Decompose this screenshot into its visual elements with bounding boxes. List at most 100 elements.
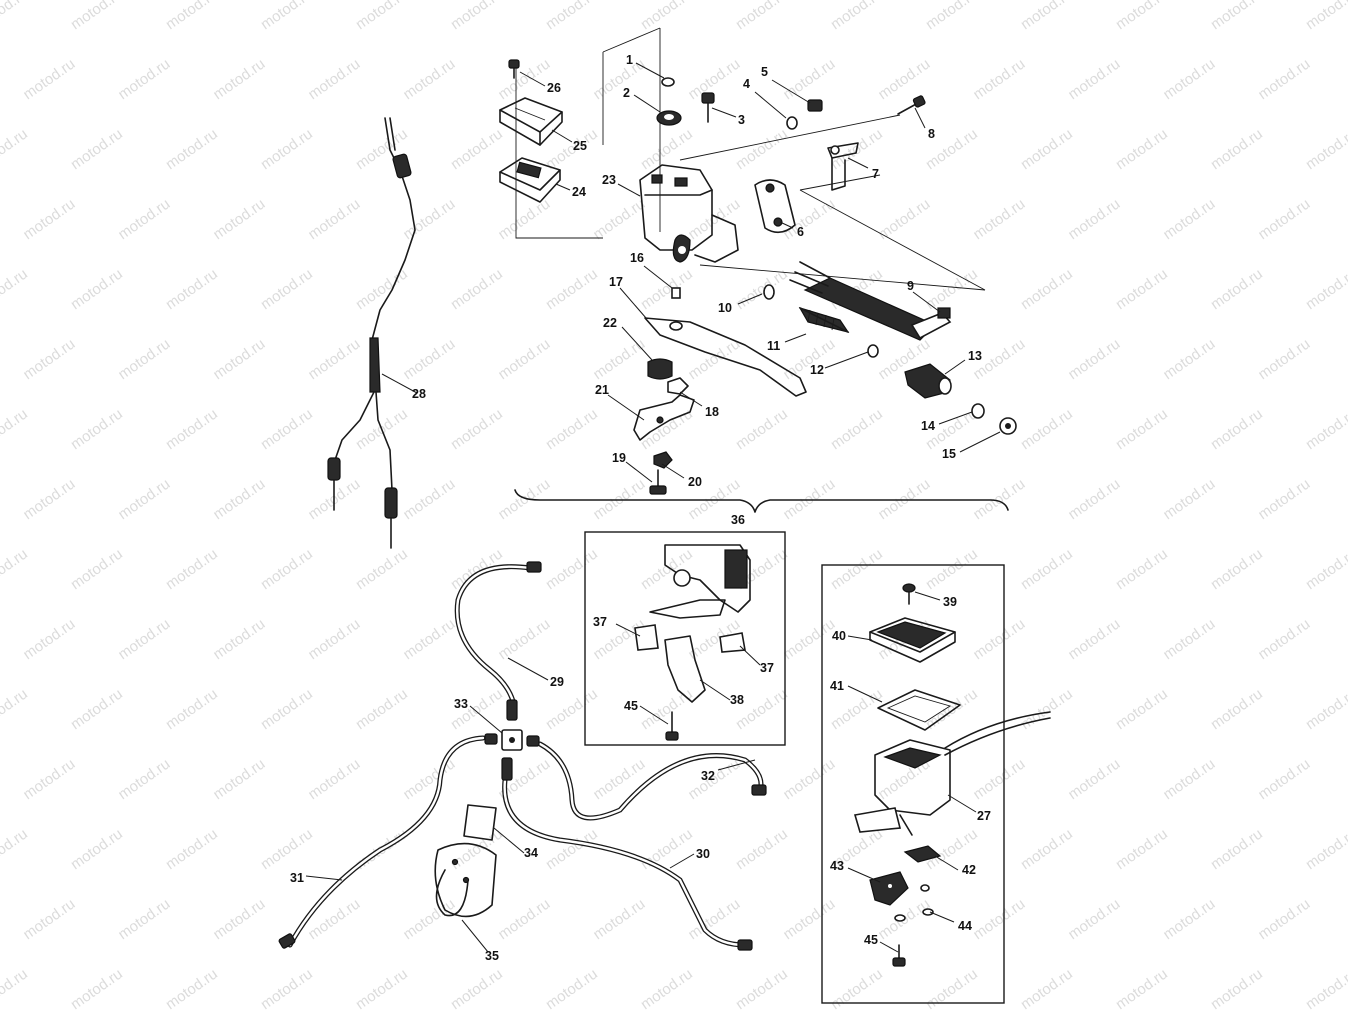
watermark-text: motod.ru bbox=[448, 0, 506, 33]
watermark-text: motod.ru bbox=[638, 265, 696, 313]
watermark-text: motod.ru bbox=[1208, 685, 1266, 733]
watermark-text: motod.ru bbox=[590, 335, 648, 383]
watermark-text: motod.ru bbox=[1065, 335, 1123, 383]
watermark-text: motod.ru bbox=[210, 475, 268, 523]
part-20-nut bbox=[653, 451, 673, 469]
watermark-text: motod.ru bbox=[638, 685, 696, 733]
callout-27: 27 bbox=[977, 809, 991, 823]
watermark-text: motod.ru bbox=[1018, 265, 1076, 313]
watermark-text: motod.ru bbox=[1303, 965, 1348, 1011]
watermark-text: motod.ru bbox=[20, 475, 78, 523]
part-14-o-ring bbox=[971, 403, 985, 419]
watermark-text: motod.ru bbox=[1255, 895, 1313, 943]
part-22-spring bbox=[647, 358, 673, 380]
part-27-master-cylinder bbox=[853, 711, 1051, 836]
watermark-text: motod.ru bbox=[115, 755, 173, 803]
part-9-throttle-switch bbox=[789, 261, 952, 341]
part-21-parking-bracket bbox=[633, 394, 695, 441]
part-45-bolt bbox=[892, 944, 906, 967]
callout-42: 42 bbox=[962, 863, 976, 877]
callout-28: 28 bbox=[412, 387, 426, 401]
callout-13: 13 bbox=[968, 349, 982, 363]
watermark-text: motod.ru bbox=[1065, 55, 1123, 103]
watermark-text: motod.ru bbox=[733, 405, 791, 453]
watermark-text: motod.ru bbox=[970, 895, 1028, 943]
part-17-brake-lever bbox=[644, 317, 807, 397]
watermark-text: motod.ru bbox=[1160, 335, 1218, 383]
watermark-text: motod.ru bbox=[163, 825, 221, 873]
watermark-text: motod.ru bbox=[1113, 685, 1171, 733]
watermark-text: motod.ru bbox=[1208, 265, 1266, 313]
callout-4: 4 bbox=[743, 77, 750, 91]
callout-8: 8 bbox=[928, 127, 935, 141]
callout-45-right: 45 bbox=[864, 933, 878, 947]
callout-14: 14 bbox=[921, 419, 935, 433]
callout-11: 11 bbox=[767, 339, 780, 353]
watermark-text: motod.ru bbox=[1208, 545, 1266, 593]
watermark-text: motod.ru bbox=[590, 55, 648, 103]
watermark-text: motod.ru bbox=[1255, 755, 1313, 803]
watermark-text: motod.ru bbox=[68, 265, 126, 313]
watermark-text: motod.ru bbox=[733, 965, 791, 1011]
watermark-text: motod.ru bbox=[590, 895, 648, 943]
watermark-text: motod.ru bbox=[1113, 265, 1171, 313]
watermark-text: motod.ru bbox=[400, 55, 458, 103]
callout-26: 26 bbox=[547, 81, 561, 95]
watermark-text: motod.ru bbox=[258, 545, 316, 593]
watermark-text: motod.ru bbox=[495, 195, 553, 243]
watermark-text: motod.ru bbox=[353, 965, 411, 1011]
callout-45-left: 45 bbox=[624, 699, 638, 713]
callout-32: 32 bbox=[701, 769, 715, 783]
watermark-text: motod.ru bbox=[400, 475, 458, 523]
watermark-text: motod.ru bbox=[685, 195, 743, 243]
watermark-text: motod.ru bbox=[210, 895, 268, 943]
watermark-text: motod.ru bbox=[305, 615, 363, 663]
watermark-text: motod.ru bbox=[1255, 335, 1313, 383]
callout-1: 1 bbox=[626, 53, 633, 67]
callout-21: 21 bbox=[595, 383, 609, 397]
watermark-text: motod.ru bbox=[68, 685, 126, 733]
watermark-text: motod.ru bbox=[305, 55, 363, 103]
part-3-bolt bbox=[701, 92, 715, 123]
watermark-text: motod.ru bbox=[828, 0, 886, 33]
watermark-text: motod.ru bbox=[543, 685, 601, 733]
callout-23: 23 bbox=[602, 173, 616, 187]
watermark-text: motod.ru bbox=[1303, 825, 1348, 873]
part-39-screw bbox=[902, 583, 916, 605]
callout-41: 41 bbox=[830, 679, 844, 693]
watermark-text: motod.ru bbox=[1160, 475, 1218, 523]
callout-6: 6 bbox=[797, 225, 804, 239]
watermark-text: motod.ru bbox=[1018, 825, 1076, 873]
watermark-text: motod.ru bbox=[1018, 125, 1076, 173]
callout-29: 29 bbox=[550, 675, 564, 689]
part-26-screw bbox=[508, 59, 520, 79]
watermark-text: motod.ru bbox=[1208, 0, 1266, 33]
watermark-text: motod.ru bbox=[258, 125, 316, 173]
watermark-text: motod.ru bbox=[1160, 615, 1218, 663]
watermark-text: motod.ru bbox=[970, 195, 1028, 243]
watermark-text: motod.ru bbox=[448, 825, 506, 873]
watermark-text: motod.ru bbox=[400, 755, 458, 803]
watermark-text: motod.ru bbox=[400, 195, 458, 243]
watermark-text: motod.ru bbox=[1113, 0, 1171, 33]
callout-3: 3 bbox=[738, 113, 745, 127]
watermark-text: motod.ru bbox=[163, 0, 221, 33]
watermark-text: motod.ru bbox=[1113, 125, 1171, 173]
master-cylinder-assembly bbox=[499, 27, 1017, 513]
watermark-text: motod.ru bbox=[970, 55, 1028, 103]
watermark-text: motod.ru bbox=[0, 685, 31, 733]
watermark-text: motod.ru bbox=[1208, 825, 1266, 873]
watermark-text: motod.ru bbox=[163, 965, 221, 1011]
watermark-text: motod.ru bbox=[258, 405, 316, 453]
watermark-text: motod.ru bbox=[68, 125, 126, 173]
watermark-text: motod.ru bbox=[1255, 55, 1313, 103]
watermark-text: motod.ru bbox=[1065, 895, 1123, 943]
watermark-text: motod.ru bbox=[20, 55, 78, 103]
watermark-text: motod.ru bbox=[210, 335, 268, 383]
watermark-text: motod.ru bbox=[875, 195, 933, 243]
part-34-bracket bbox=[463, 804, 497, 841]
callout-37-right: 37 bbox=[760, 661, 774, 675]
watermark-text: motod.ru bbox=[163, 685, 221, 733]
callout-37-left: 37 bbox=[593, 615, 607, 629]
